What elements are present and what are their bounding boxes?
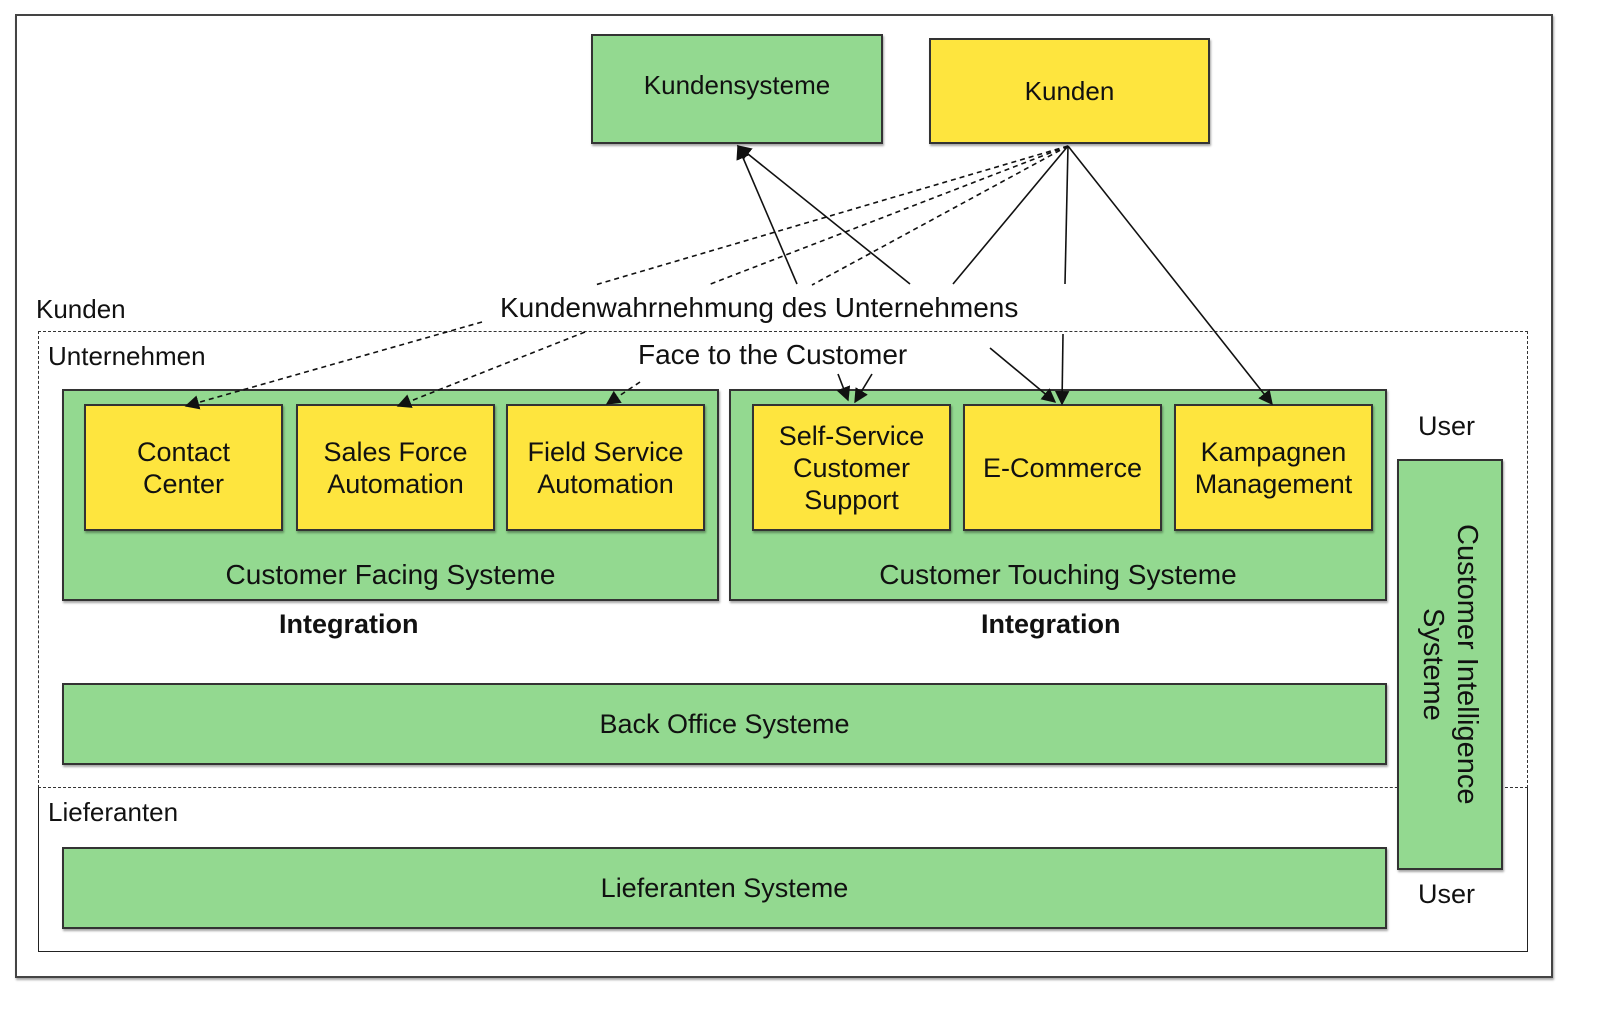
- field-service-line2: Automation: [537, 468, 674, 499]
- kundenwahrnehmung-label: Kundenwahrnehmung des Unternehmens: [500, 292, 1019, 323]
- sales-force-line1: Sales Force: [323, 436, 468, 467]
- field-service-line1: Field Service: [527, 436, 684, 467]
- self-service-line2: Customer: [792, 452, 910, 483]
- e-commerce-label: E-Commerce: [982, 452, 1143, 483]
- kunden-box-label: Kunden: [1024, 75, 1115, 106]
- kundensysteme-label: Kundensysteme: [643, 69, 831, 100]
- self-service-line3: Support: [804, 484, 899, 515]
- contact-center-line1: Contact: [136, 436, 231, 467]
- customer-facing-title: Customer Facing Systeme: [225, 559, 556, 590]
- customer-intelligence-line2: Systeme: [1417, 608, 1449, 721]
- customer-intelligence-line1: Customer Intelligence: [1451, 524, 1483, 805]
- outer-frame: [15, 14, 1553, 978]
- lieferanten-zone: [38, 787, 1528, 952]
- user-label-bottom: User: [1418, 879, 1476, 909]
- lieferanten-systeme-box: Lieferanten Systeme: [62, 847, 1387, 929]
- face-to-customer-label: Face to the Customer: [638, 339, 908, 370]
- kampagnen-line1: Kampagnen: [1200, 436, 1347, 467]
- sales-force-line2: Automation: [327, 468, 464, 499]
- lieferanten-systeme-label: Lieferanten Systeme: [600, 873, 849, 903]
- zone-label-unternehmen: Unternehmen: [48, 341, 206, 371]
- customer-intelligence-box: Customer Intelligence Systeme: [1397, 459, 1503, 870]
- e-commerce-box: E-Commerce: [963, 404, 1162, 531]
- kundensysteme-box: Kundensysteme: [591, 34, 883, 144]
- integration-label-right: Integration: [981, 609, 1121, 639]
- kunden-box: Kunden: [929, 38, 1210, 144]
- contact-center-line2: Center: [142, 468, 225, 499]
- zone-label-kunden: Kunden: [36, 294, 126, 324]
- back-office-label: Back Office Systeme: [599, 709, 850, 739]
- self-service-line1: Self-Service: [778, 420, 925, 451]
- integration-label-left: Integration: [279, 609, 419, 639]
- kampagnen-line2: Management: [1194, 468, 1353, 499]
- back-office-box: Back Office Systeme: [62, 683, 1387, 765]
- zone-label-lieferanten: Lieferanten: [48, 797, 179, 827]
- customer-touching-title: Customer Touching Systeme: [879, 559, 1237, 590]
- user-label-top: User: [1418, 411, 1476, 441]
